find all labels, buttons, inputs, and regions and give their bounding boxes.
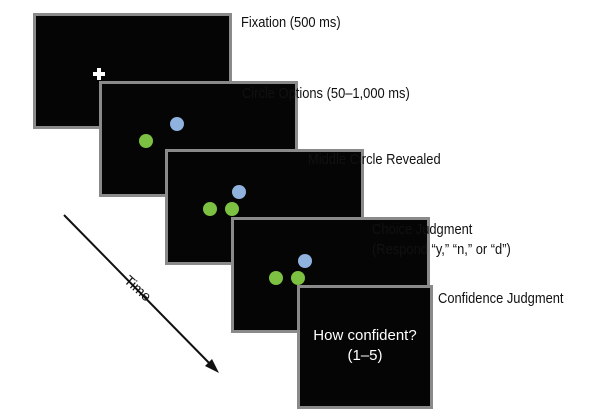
confidence-prompt: How confident? — [313, 327, 417, 344]
green-circle — [269, 271, 283, 285]
confidence-judgment-label: Confidence Judgment — [438, 290, 564, 307]
confidence-judgment-screen: How confident? (1–5) — [297, 285, 433, 409]
green-circle — [225, 202, 239, 216]
blue-circle — [170, 117, 184, 131]
fixation-cross-icon — [93, 68, 105, 80]
fixation-label: Fixation (500 ms) — [241, 14, 341, 31]
green-circle — [203, 202, 217, 216]
green-circle — [291, 271, 305, 285]
confidence-scale: (1–5) — [347, 347, 383, 364]
choice-judgment-title: Choice Judgment — [372, 221, 473, 238]
choice-judgment-instructions: (Respond “y,” “n,” or “d”) — [372, 241, 511, 258]
middle-circle-label: Middle Circle Revealed — [308, 151, 441, 168]
circle-options-label: Circle Options (50–1,000 ms) — [242, 85, 410, 102]
choice-judgment-label: Choice Judgment (Respond “y,” “n,” or “d… — [372, 220, 511, 260]
green-circle — [139, 134, 153, 148]
blue-circle — [232, 185, 246, 199]
blue-circle — [298, 254, 312, 268]
